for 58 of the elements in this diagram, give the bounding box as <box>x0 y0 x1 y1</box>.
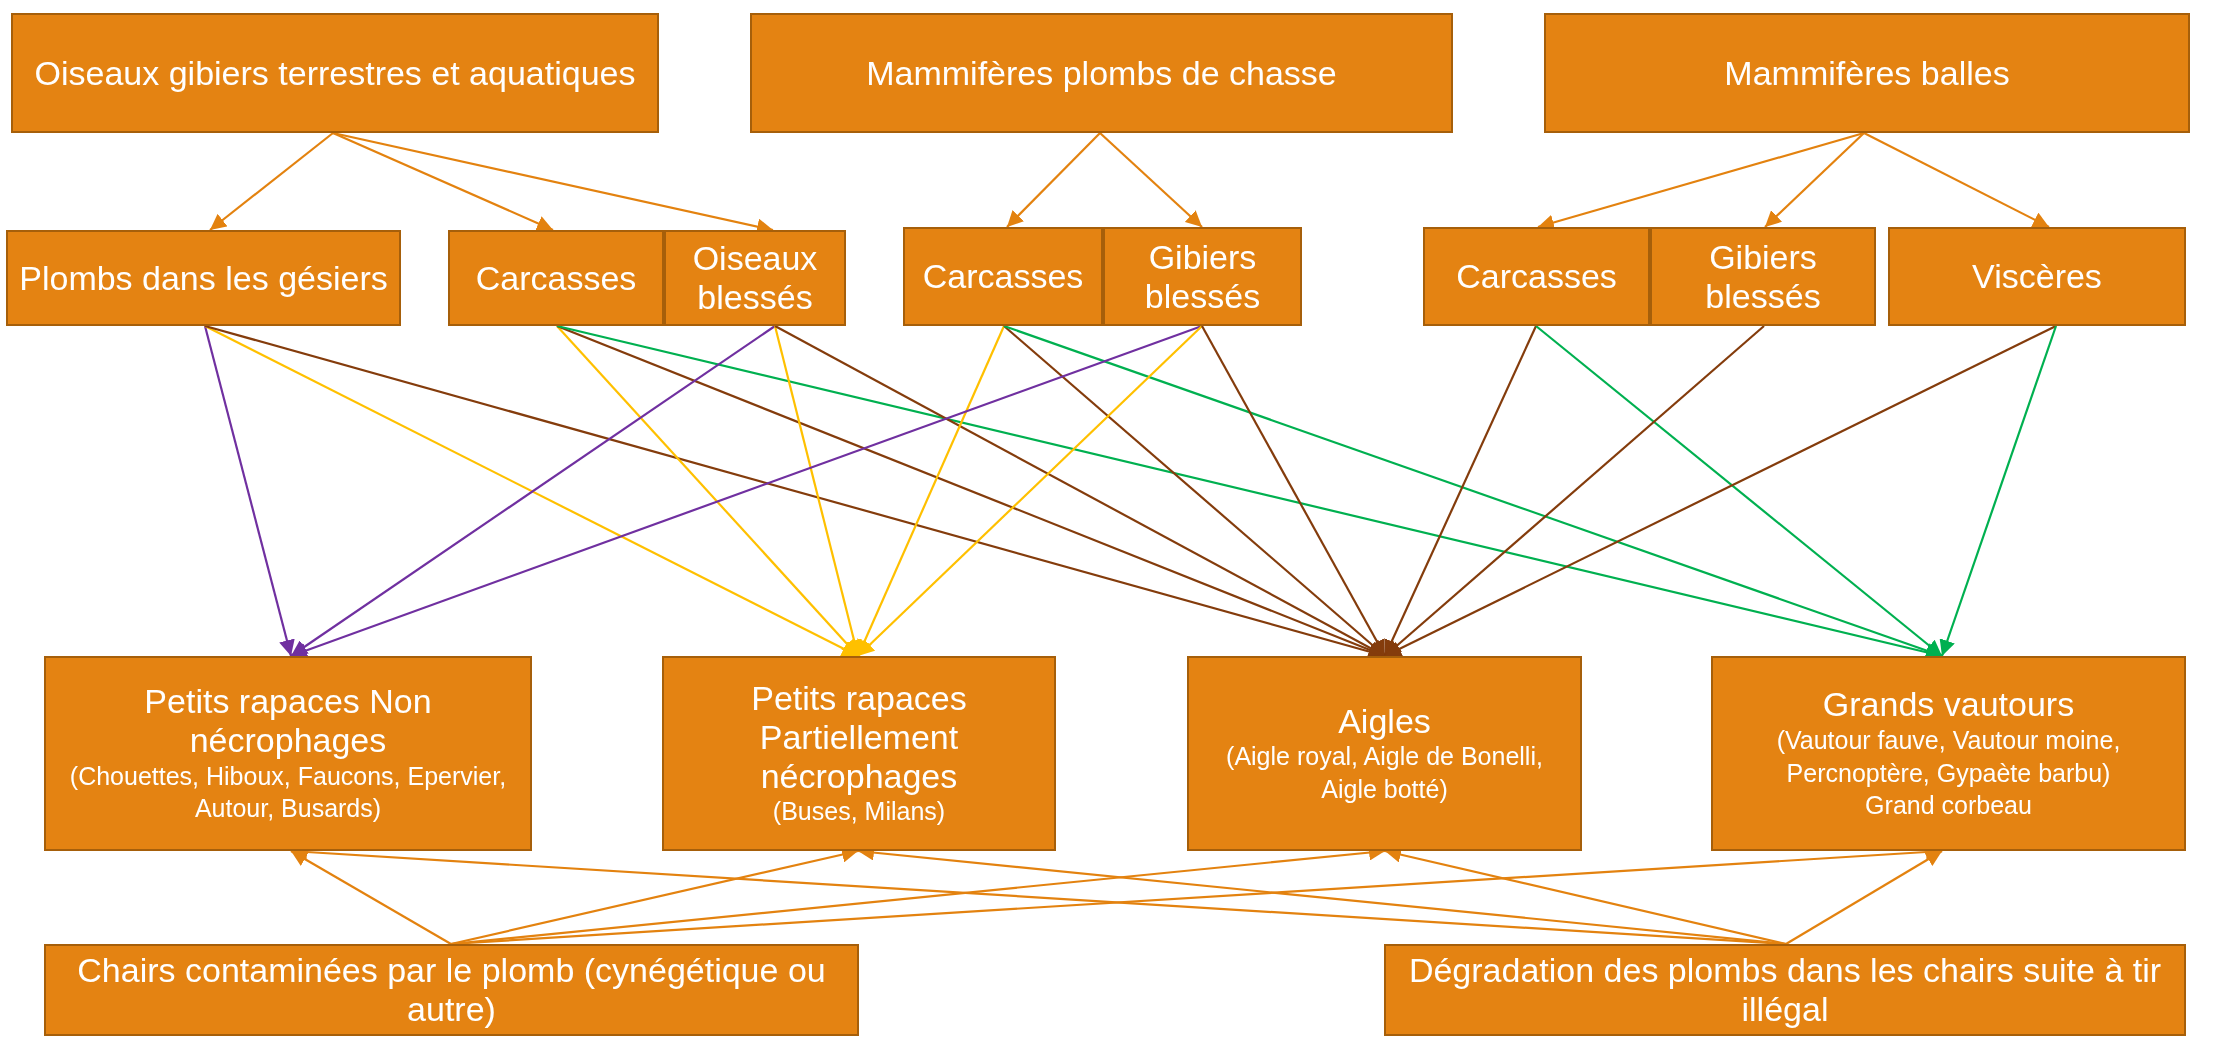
node-title: Gibiers blessés <box>1143 237 1262 316</box>
process-box <box>44 944 859 1036</box>
arrow <box>1939 325 2058 657</box>
node-text: (Aigle royal, Aigle de Bonelli, Aigle botté) <box>1225 741 1544 805</box>
process-box <box>1187 656 1582 851</box>
process-box <box>1544 13 2190 133</box>
process-box <box>750 13 1453 133</box>
node-text: (Vautour fauve, Vautour moine, Percnoptère, Gypaète barbu) <box>1775 725 2122 789</box>
arrow <box>1785 850 1943 945</box>
node-text: (Chouettes, Hiboux, Faucons, Epervier, Autour, Busards) <box>68 760 508 825</box>
process-box <box>11 13 659 133</box>
process-box <box>664 230 846 326</box>
process-box <box>1384 944 2186 1036</box>
process-box <box>662 656 1056 851</box>
node-title: Aigles <box>1338 701 1431 741</box>
process-box <box>1650 227 1876 326</box>
node-title: Petits rapaces Non nécrophages <box>143 682 433 760</box>
node-title: Gibiers blessés <box>1704 237 1822 316</box>
process-box <box>6 230 401 326</box>
arrow <box>1764 132 1865 228</box>
arrow <box>857 325 1203 657</box>
arrow <box>1384 325 1537 657</box>
node-title: Mammifères balles <box>1724 53 2010 93</box>
arrow <box>1535 325 1943 657</box>
node-text: Grand corbeau <box>1865 790 2032 822</box>
process-box <box>1103 227 1302 326</box>
node-title: Oiseaux gibiers terrestres et aquatiques <box>34 53 636 93</box>
process-box <box>1888 227 2186 326</box>
arrow <box>1006 132 1101 228</box>
arrow <box>332 132 554 231</box>
process-box <box>448 230 664 326</box>
arrow <box>1201 325 1386 657</box>
arrow <box>1863 132 2050 228</box>
node-title: Dégradation des plombs dans les chairs suite à tir illégal <box>1407 951 2163 1029</box>
node-title: Carcasses <box>1456 257 1617 296</box>
arrow <box>203 325 295 657</box>
process-box <box>1711 656 2186 851</box>
arrow <box>209 132 334 231</box>
node-title: Carcasses <box>475 258 637 298</box>
arrow <box>290 850 452 945</box>
arrow <box>290 325 776 657</box>
node-title: Carcasses <box>922 257 1084 296</box>
arrow <box>1384 325 2057 657</box>
node-text: (Buses, Milans) <box>772 796 946 828</box>
node-title: Plombs dans les gésiers <box>19 258 388 298</box>
node-title: Grands vautours <box>1822 685 2075 725</box>
arrow <box>1099 132 1203 228</box>
process-box <box>44 656 532 851</box>
arrow <box>773 325 862 657</box>
arrow <box>857 325 1005 657</box>
process-box <box>1423 227 1650 326</box>
node-title: Viscères <box>1972 257 2102 296</box>
node-title: Oiseaux blessés <box>691 239 819 317</box>
process-box <box>903 227 1103 326</box>
node-title: Mammifères plombs de chasse <box>866 53 1337 93</box>
arrow <box>290 324 1203 659</box>
node-title: Chairs contaminées par le plomb (cynégétique ou autre) <box>76 951 827 1029</box>
node-title: Petits rapaces Partiellement nécrophages <box>750 679 968 796</box>
